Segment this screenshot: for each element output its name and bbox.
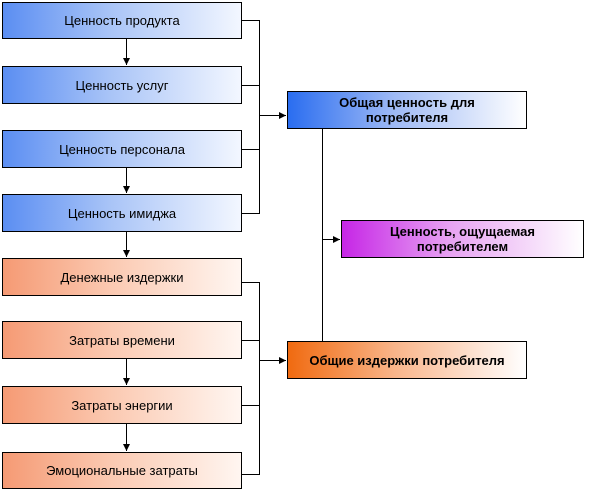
- box-image-value: Ценность имиджа: [2, 194, 242, 232]
- cost-bracket: [242, 282, 260, 475]
- box-time-cost: Затраты времени: [2, 321, 242, 359]
- box-perceived-value-line1: Ценность, ощущаемая: [390, 224, 535, 239]
- box-emotional-cost-label: Эмоциональные затраты: [46, 463, 198, 478]
- box-emotional-cost: Эмоциональные затраты: [2, 452, 242, 489]
- box-personnel-value-label: Ценность персонала: [59, 141, 185, 157]
- box-services-value-label: Ценность услуг: [75, 77, 169, 93]
- box-time-cost-label: Затраты времени: [69, 332, 175, 348]
- box-total-value-line1: Общая ценность для: [339, 95, 475, 110]
- box-monetary-cost: Денежные издержки: [2, 258, 242, 296]
- box-personnel-value: Ценность персонала: [2, 130, 242, 168]
- box-total-cost: Общие издержки потребителя: [287, 341, 527, 379]
- box-energy-cost-label: Затраты энергии: [71, 397, 173, 413]
- box-energy-cost: Затраты энергии: [2, 386, 242, 424]
- box-total-value-line2: потребителя: [365, 110, 449, 125]
- box-perceived-value: Ценность, ощущаемая потребителем: [341, 220, 584, 258]
- box-product-value-label: Ценность продукта: [64, 13, 180, 28]
- box-product-value: Ценность продукта: [2, 2, 242, 39]
- box-perceived-value-line2: потребителем: [416, 239, 509, 254]
- box-total-value: Общая ценность для потребителя: [287, 91, 527, 129]
- box-total-cost-label: Общие издержки потребителя: [309, 352, 505, 368]
- box-monetary-cost-label: Денежные издержки: [60, 269, 184, 285]
- value-bracket: [242, 20, 260, 214]
- box-services-value: Ценность услуг: [2, 66, 242, 104]
- box-image-value-label: Ценность имиджа: [67, 205, 177, 221]
